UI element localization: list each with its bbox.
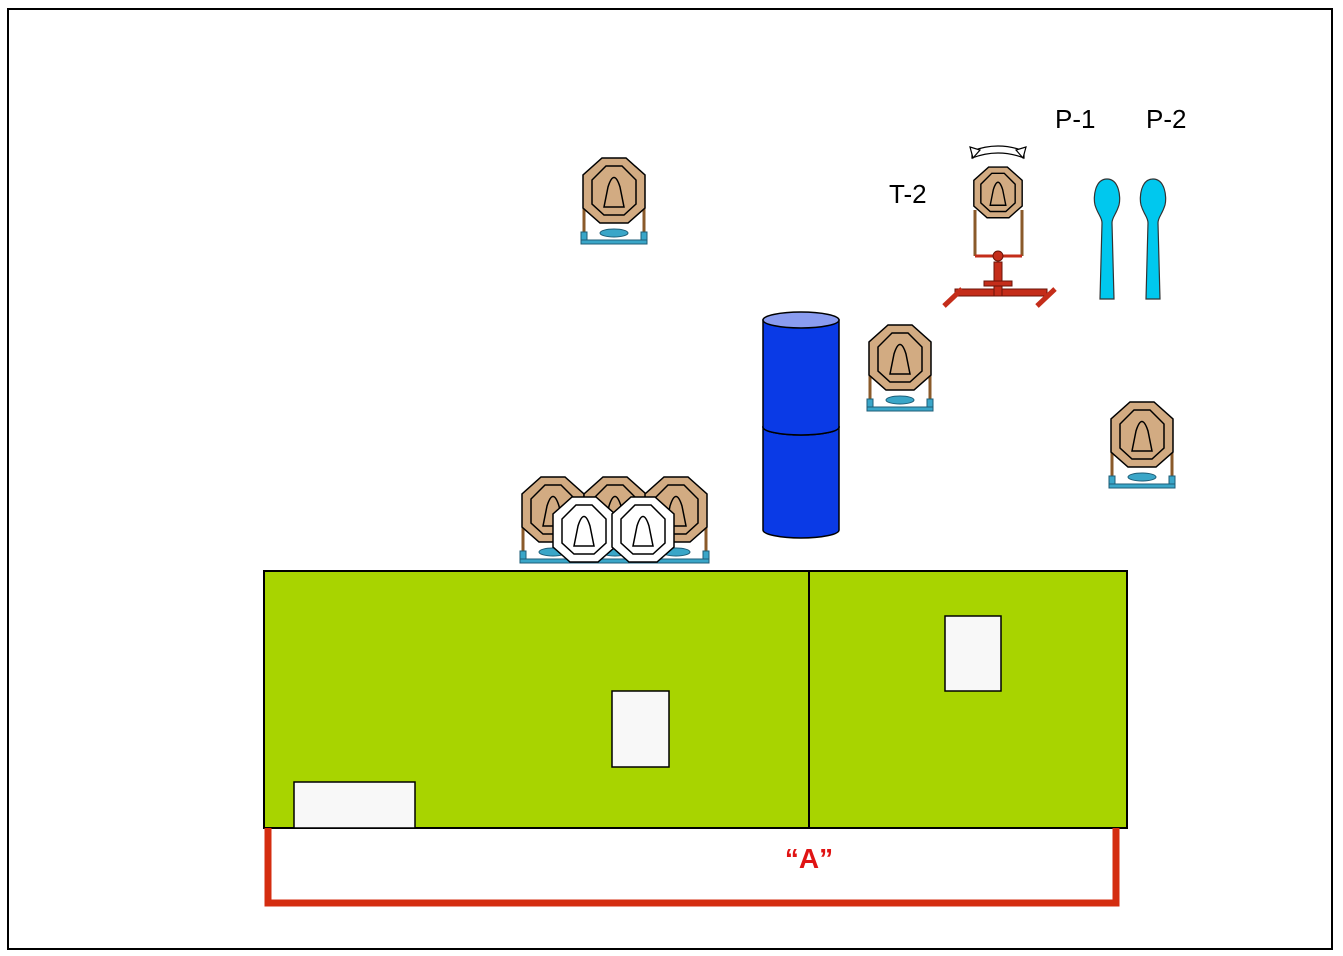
- swinger-target-t2: [942, 145, 1057, 308]
- target-array: [518, 475, 711, 565]
- label-t2: T-2: [889, 179, 927, 209]
- label-p2: P-2: [1146, 104, 1186, 134]
- window-port-right: [944, 615, 1002, 692]
- swing-arrow-icon: [969, 145, 1027, 160]
- low-port: [293, 781, 416, 829]
- barrel-stack: [762, 311, 840, 539]
- label-p1: P-1: [1055, 104, 1095, 134]
- window-port-left: [611, 690, 670, 768]
- fault-line: [264, 828, 1120, 907]
- no-shoot-target-2: [611, 496, 675, 563]
- area-a-label: “A”: [785, 843, 833, 874]
- wall-right-section: [808, 570, 1128, 829]
- no-shoot-target-1: [552, 496, 616, 563]
- shooting-wall: [263, 570, 1128, 829]
